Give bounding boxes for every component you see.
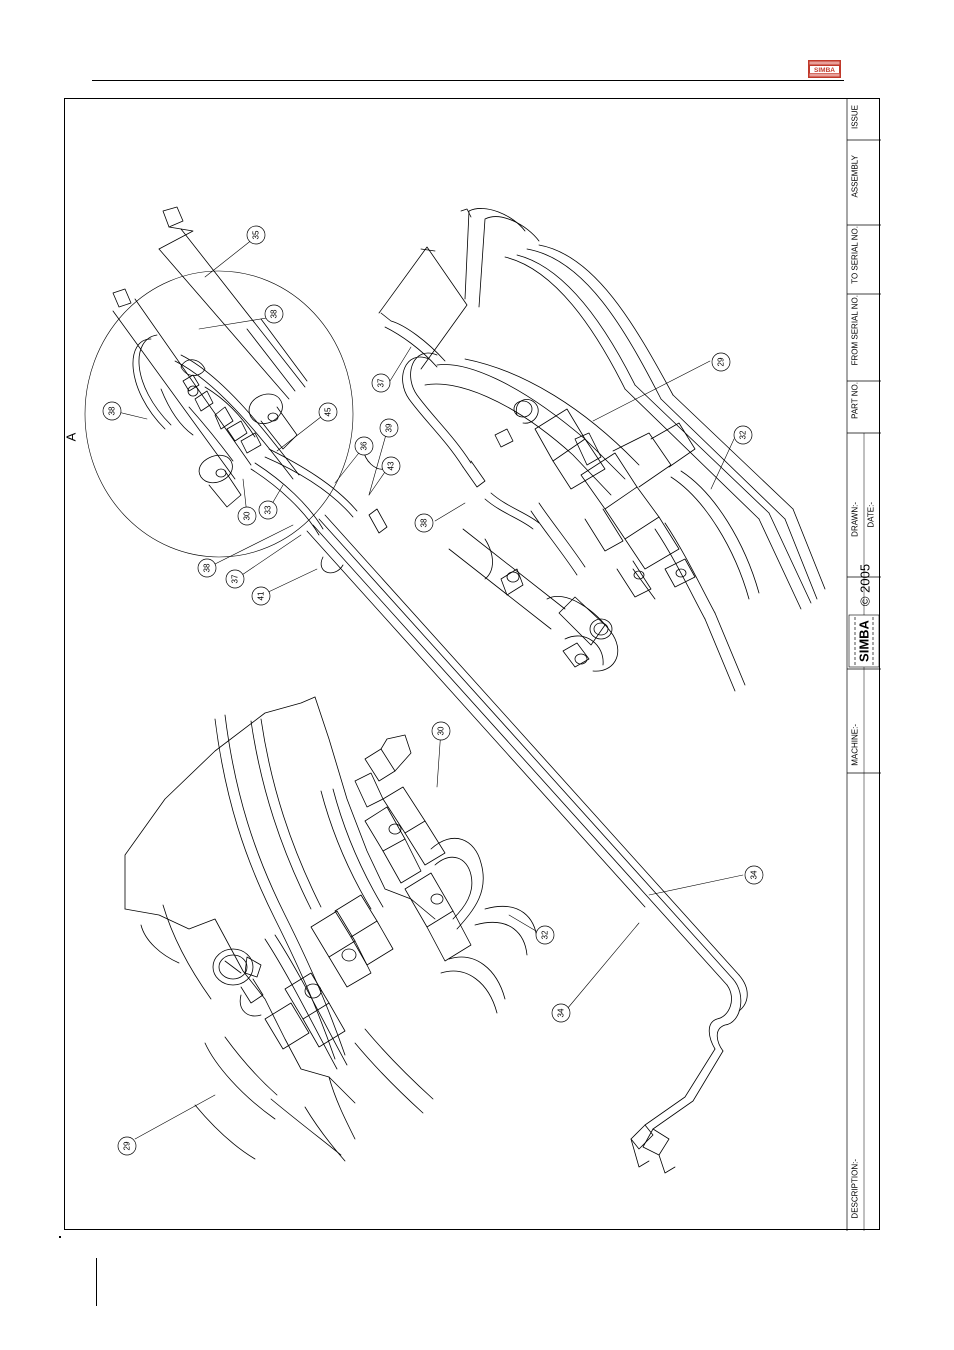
right-assembly — [379, 208, 825, 691]
callout-32: 32 — [536, 926, 554, 944]
from-serial-label: FROM SERIAL NO. — [851, 295, 860, 365]
title-block-logo-text: SIMBA — [857, 619, 872, 662]
svg-text:32: 32 — [541, 930, 550, 939]
description-label: DESCRIPTION:- — [851, 1159, 860, 1219]
callout-41: 41 — [252, 587, 270, 605]
callout-38: 38 — [103, 402, 121, 420]
part-no-label: PART NO. — [851, 382, 860, 419]
svg-text:35: 35 — [252, 230, 261, 239]
title-block-logo: SIMBA — [849, 615, 879, 667]
lower-left-assembly — [125, 697, 537, 1161]
view-label: A — [65, 432, 79, 441]
svg-text:33: 33 — [264, 505, 273, 514]
footer-rule — [96, 1258, 97, 1306]
header-rule — [92, 80, 844, 81]
callout-36: 36 — [355, 437, 373, 455]
drawing-sheet: 35 38 38 45 36 39 43 30 33 38 37 41 37 3… — [64, 98, 880, 1230]
machine-label: MACHINE:- — [851, 724, 860, 766]
svg-text:30: 30 — [243, 511, 252, 520]
svg-text:39: 39 — [385, 423, 394, 432]
svg-text:38: 38 — [108, 406, 117, 415]
callout-37: 37 — [372, 374, 390, 392]
callout-45: 45 — [319, 403, 337, 421]
logo-text: SIMBA — [814, 67, 835, 74]
svg-text:38: 38 — [203, 563, 212, 572]
svg-text:43: 43 — [387, 461, 396, 470]
svg-text:29: 29 — [123, 1141, 132, 1150]
callout-39: 39 — [380, 419, 398, 437]
svg-text:38: 38 — [420, 518, 429, 527]
svg-text:38: 38 — [270, 309, 279, 318]
svg-text:34: 34 — [557, 1008, 566, 1017]
svg-text:36: 36 — [360, 441, 369, 450]
callout-43: 43 — [382, 457, 400, 475]
drawn-label: DRAWN:- — [851, 502, 860, 537]
leader-lines — [118, 239, 743, 1139]
svg-text:41: 41 — [257, 591, 266, 600]
upper-rams — [113, 207, 747, 1173]
callout-37: 37 — [226, 570, 244, 588]
assembly-label: ASSEMBLY — [851, 154, 860, 197]
callout-35: 35 — [247, 226, 265, 244]
callout-33: 33 — [259, 501, 277, 519]
svg-text:34: 34 — [750, 870, 759, 879]
callout-30: 30 — [432, 722, 450, 740]
svg-text:30: 30 — [437, 726, 446, 735]
callout-32: 32 — [734, 426, 752, 444]
margin-mark — [59, 1236, 61, 1238]
svg-text:37: 37 — [377, 378, 386, 387]
date-label: DATE:- — [867, 502, 876, 528]
callout-29: 29 — [118, 1137, 136, 1155]
issue-label: ISSUE — [851, 105, 860, 129]
callout-34: 34 — [745, 866, 763, 884]
callout-38: 38 — [198, 559, 216, 577]
svg-text:37: 37 — [231, 574, 240, 583]
callout-38: 38 — [415, 514, 433, 532]
copyright-text: © 2005 — [858, 564, 873, 606]
callouts: 35 38 38 45 36 39 43 30 33 38 37 41 37 3… — [103, 226, 763, 1155]
svg-text:32: 32 — [739, 430, 748, 439]
to-serial-label: TO SERIAL NO. — [851, 226, 860, 284]
title-block: ISSUE ASSEMBLY TO SERIAL NO. FROM SERIAL… — [847, 99, 881, 1231]
simba-logo: SIMBA — [808, 60, 841, 78]
callout-38: 38 — [265, 305, 283, 323]
callout-29: 29 — [712, 353, 730, 371]
callout-30: 30 — [238, 507, 256, 525]
svg-text:29: 29 — [717, 357, 726, 366]
svg-text:45: 45 — [324, 407, 333, 416]
callout-34: 34 — [552, 1004, 570, 1022]
assembly-drawing: 35 38 38 45 36 39 43 30 33 38 37 41 37 3… — [65, 99, 881, 1231]
